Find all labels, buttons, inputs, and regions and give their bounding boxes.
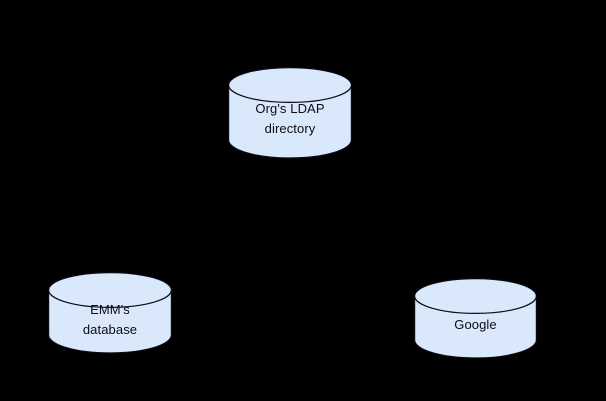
cylinder-icon [227, 67, 353, 159]
cylinder-icon [413, 278, 538, 359]
cylinder-icon [47, 272, 173, 354]
node-ldap[interactable]: Org's LDAP directory [227, 67, 353, 159]
node-emm[interactable]: EMM's database [47, 272, 173, 354]
node-google[interactable]: Google [413, 278, 538, 359]
